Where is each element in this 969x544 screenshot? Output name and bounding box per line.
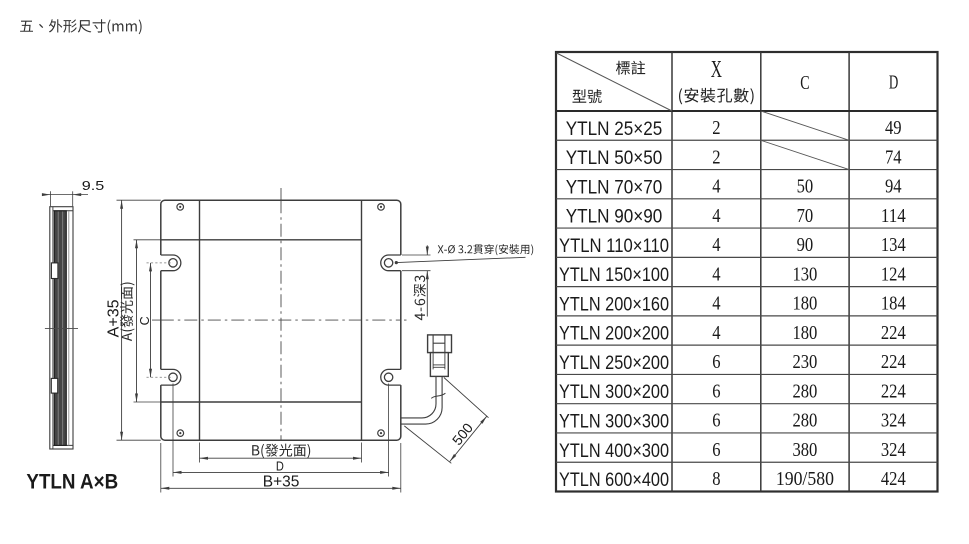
svg-text:280: 280 [792,380,817,402]
svg-text:6: 6 [712,439,720,461]
svg-text:YTLN 150×100: YTLN 150×100 [559,265,669,286]
svg-text:324: 324 [881,439,906,461]
svg-text:230: 230 [792,351,817,373]
svg-text:4: 4 [712,205,720,227]
svg-text:YTLN 50×50: YTLN 50×50 [566,148,663,169]
svg-text:D: D [276,459,284,473]
svg-text:224: 224 [881,380,906,402]
svg-text:134: 134 [881,234,906,256]
svg-text:180: 180 [792,293,817,315]
svg-text:D: D [889,72,898,94]
svg-text:C: C [138,316,152,325]
svg-text:YTLN 300×300: YTLN 300×300 [559,411,669,432]
svg-text:YTLN 200×200: YTLN 200×200 [559,324,669,345]
svg-text:YTLN 200×160: YTLN 200×160 [559,294,669,315]
svg-text:94: 94 [885,176,902,198]
svg-text:YTLN 250×200: YTLN 250×200 [559,353,669,374]
svg-text:424: 424 [881,468,906,490]
svg-text:4: 4 [712,176,720,198]
svg-text:YTLN 25×25: YTLN 25×25 [566,119,663,140]
svg-text:4: 4 [712,322,720,344]
svg-text:6: 6 [712,410,720,432]
svg-text:2: 2 [712,146,720,168]
svg-text:190/580: 190/580 [776,468,834,490]
svg-text:324: 324 [881,410,906,432]
svg-text:YTLN 300×200: YTLN 300×200 [559,382,669,403]
svg-text:9.5: 9.5 [82,178,105,193]
svg-text:70: 70 [797,205,814,227]
svg-text:YTLN A×B: YTLN A×B [26,471,118,494]
svg-text:380: 380 [792,439,817,461]
svg-text:124: 124 [881,263,906,285]
svg-text:224: 224 [881,351,906,373]
svg-text:YTLN 600×400: YTLN 600×400 [559,470,669,491]
svg-text:X: X [711,57,722,83]
svg-text:6: 6 [712,380,720,402]
svg-text:6: 6 [712,351,720,373]
svg-text:280: 280 [792,410,817,432]
svg-text:YTLN 110×110: YTLN 110×110 [559,236,669,257]
svg-text:YTLN 400×300: YTLN 400×300 [559,441,669,462]
svg-text:180: 180 [792,322,817,344]
svg-text:90: 90 [797,234,814,256]
svg-text:YTLN 70×70: YTLN 70×70 [566,177,663,198]
svg-text:A+35: A+35 [106,299,123,337]
svg-text:50: 50 [797,176,814,198]
svg-text:49: 49 [885,117,902,139]
svg-text:B+35: B+35 [263,474,300,491]
svg-text:224: 224 [881,322,906,344]
svg-text:74: 74 [885,146,902,168]
svg-text:4: 4 [712,293,720,315]
svg-text:114: 114 [881,205,906,227]
svg-text:2: 2 [712,117,720,139]
svg-text:4: 4 [712,234,720,256]
svg-text:C: C [800,72,809,94]
svg-text:YTLN 90×90: YTLN 90×90 [566,207,663,228]
svg-text:184: 184 [881,293,906,315]
svg-text:8: 8 [712,468,720,490]
svg-text:130: 130 [792,263,817,285]
svg-text:4: 4 [712,263,720,285]
